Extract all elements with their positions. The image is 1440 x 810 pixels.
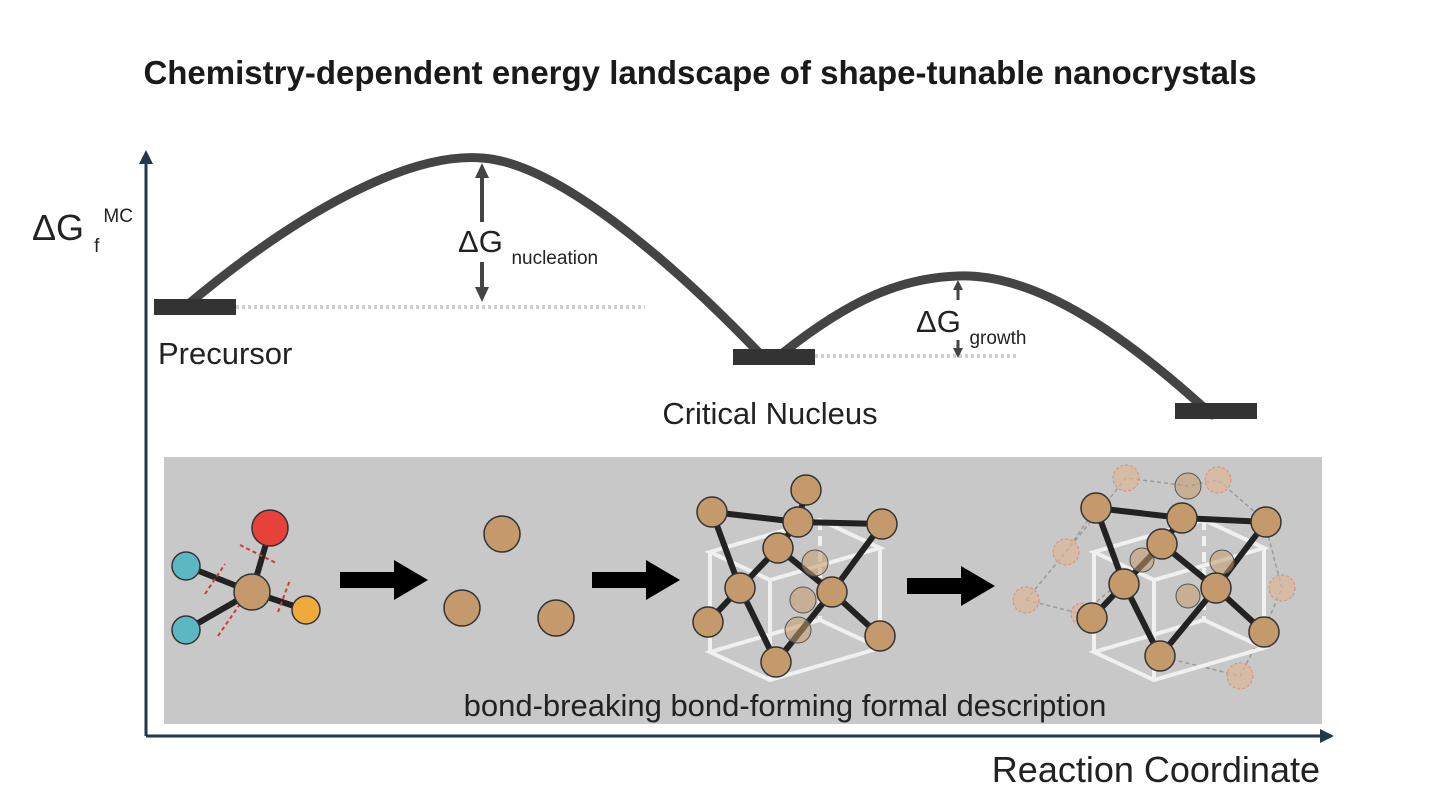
nucleation-symbol: ΔG — [458, 224, 503, 259]
process-arrow-1 — [340, 560, 428, 600]
growth-subscript: growth — [969, 328, 1026, 349]
y-axis-subscript: f — [94, 236, 100, 257]
critical-nucleus-label: Critical Nucleus — [662, 396, 877, 431]
atom-teal — [171, 615, 201, 645]
atom-metal — [1248, 616, 1280, 648]
y-axis-superscript: MC — [103, 206, 133, 227]
atom-metal — [692, 606, 724, 638]
atom-metal — [782, 506, 814, 538]
atom-metal — [790, 474, 822, 506]
atom-metal — [696, 496, 728, 528]
atom-metal — [1076, 602, 1108, 634]
precursor-level-bar — [154, 299, 236, 315]
atom-red — [251, 509, 289, 547]
atom-metal — [724, 572, 756, 604]
nucleus-level-bar — [733, 349, 815, 365]
precursor-label: Precursor — [158, 336, 292, 371]
atom-metal — [443, 589, 481, 627]
atom-metal — [1080, 492, 1112, 524]
atom-metal — [1144, 640, 1176, 672]
x-axis-label: Reaction Coordinate — [992, 749, 1320, 790]
atom-metal — [816, 576, 848, 608]
y-axis-label: ΔG f MC — [32, 206, 133, 260]
atom-metal — [762, 532, 794, 564]
grown-cluster — [1012, 464, 1296, 690]
process-arrow-2 — [592, 560, 680, 600]
growth-symbol: ΔG — [916, 304, 961, 339]
atom-orange — [291, 595, 321, 625]
y-axis-arrowhead — [139, 150, 153, 164]
figure-title: Chemistry-dependent energy landscape of … — [143, 54, 1256, 91]
process-arrow-3 — [907, 566, 995, 606]
growth-barrier-arrow — [953, 280, 963, 358]
atom-metal — [233, 573, 271, 611]
panel-caption: bond-breaking bond-forming formal descri… — [464, 688, 1107, 723]
atom-metal — [1146, 528, 1178, 560]
atom-metal — [866, 508, 898, 540]
atom-teal — [171, 551, 201, 581]
energy-profile-curve — [180, 153, 1217, 420]
atom-metal — [864, 620, 896, 652]
atom-metal — [760, 646, 792, 678]
axes — [139, 150, 1334, 743]
growth-barrier-label: ΔG growth — [916, 304, 1026, 349]
atom-metal — [1250, 506, 1282, 538]
atom-metal — [1108, 568, 1140, 600]
product-level-bar — [1175, 403, 1257, 419]
nucleation-subscript: nucleation — [511, 248, 598, 269]
atom-metal — [1200, 572, 1232, 604]
atom-metal — [537, 599, 575, 637]
nucleation-barrier-label: ΔG nucleation — [458, 224, 598, 269]
nucleation-barrier-arrow — [475, 163, 489, 302]
nucleus-cluster — [692, 474, 898, 683]
bond-cut-mark — [204, 563, 226, 595]
precursor-molecule — [171, 509, 321, 645]
y-axis-symbol: ΔG — [32, 207, 84, 248]
atom-metal — [483, 515, 521, 553]
x-axis-arrowhead — [1320, 729, 1334, 743]
bond-cut-mark — [277, 579, 291, 613]
atom-metal — [1166, 502, 1198, 534]
free-atoms — [443, 515, 575, 637]
